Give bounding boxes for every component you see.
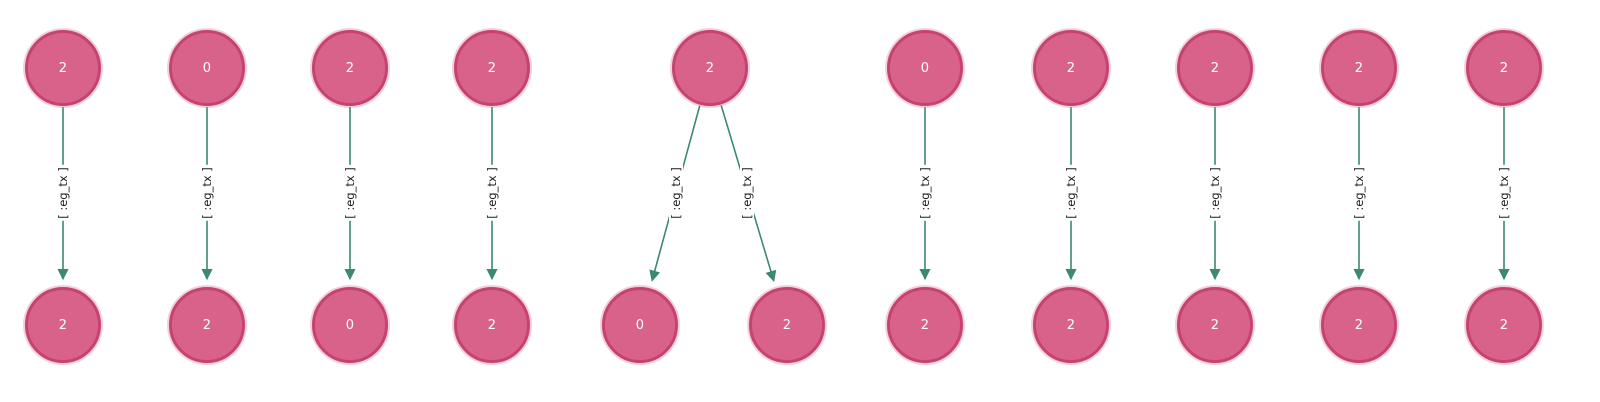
graph-node[interactable]: 2	[1033, 30, 1109, 106]
graph-node[interactable]: 2	[749, 287, 825, 363]
node-label: 2	[1210, 60, 1220, 76]
node-label: 2	[345, 60, 355, 76]
node-label: 2	[782, 317, 792, 333]
edge-label: [ :eg_tx ]	[1497, 165, 1511, 221]
edge-label: [ :eg_tx ]	[200, 165, 214, 221]
edge-label: [ :eg_tx ]	[343, 165, 357, 221]
node-label: 2	[705, 60, 715, 76]
node-label: 2	[1354, 317, 1364, 333]
graph-node[interactable]: 2	[169, 287, 245, 363]
node-label: 2	[1499, 60, 1509, 76]
graph-node[interactable]: 2	[887, 287, 963, 363]
node-label: 0	[635, 317, 645, 333]
graph-node[interactable]: 2	[672, 30, 748, 106]
node-label: 2	[1066, 60, 1076, 76]
graph-node[interactable]: 2	[1177, 30, 1253, 106]
node-label: 2	[1354, 60, 1364, 76]
edge-label: [ :eg_tx ]	[1064, 165, 1078, 221]
edge-label: [ :eg_tx ]	[56, 165, 70, 221]
node-label: 2	[487, 317, 497, 333]
node-label: 0	[920, 60, 930, 76]
edge-label: [ :eg_tx ]	[1352, 165, 1366, 221]
node-label: 2	[920, 317, 930, 333]
graph-node[interactable]: 2	[1466, 287, 1542, 363]
edge-label: [ :eg_tx ]	[485, 165, 499, 221]
graph-node[interactable]: 2	[312, 30, 388, 106]
node-label: 0	[345, 317, 355, 333]
graph-node[interactable]: 2	[1321, 30, 1397, 106]
graph-node[interactable]: 0	[312, 287, 388, 363]
graph-node[interactable]: 2	[25, 30, 101, 106]
graph-node[interactable]: 0	[602, 287, 678, 363]
edge-label: [ :eg_tx ]	[740, 165, 755, 221]
node-label: 2	[1066, 317, 1076, 333]
graph-node[interactable]: 0	[887, 30, 963, 106]
edge-label: [ :eg_tx ]	[668, 165, 683, 221]
node-label: 2	[487, 60, 497, 76]
node-label: 2	[1210, 317, 1220, 333]
node-label: 2	[58, 317, 68, 333]
node-label: 2	[202, 317, 212, 333]
graph-node[interactable]: 2	[1321, 287, 1397, 363]
graph-node[interactable]: 2	[1033, 287, 1109, 363]
edge-label: [ :eg_tx ]	[1208, 165, 1222, 221]
graph-node[interactable]: 0	[169, 30, 245, 106]
graph-node[interactable]: 2	[1466, 30, 1542, 106]
graph-node[interactable]: 2	[454, 287, 530, 363]
node-label: 2	[1499, 317, 1509, 333]
edge-lines	[57, 105, 1510, 283]
graph-node[interactable]: 2	[25, 287, 101, 363]
node-label: 0	[202, 60, 212, 76]
edge-label: [ :eg_tx ]	[918, 165, 932, 221]
graph-node[interactable]: 2	[454, 30, 530, 106]
graph-node[interactable]: 2	[1177, 287, 1253, 363]
node-label: 2	[58, 60, 68, 76]
